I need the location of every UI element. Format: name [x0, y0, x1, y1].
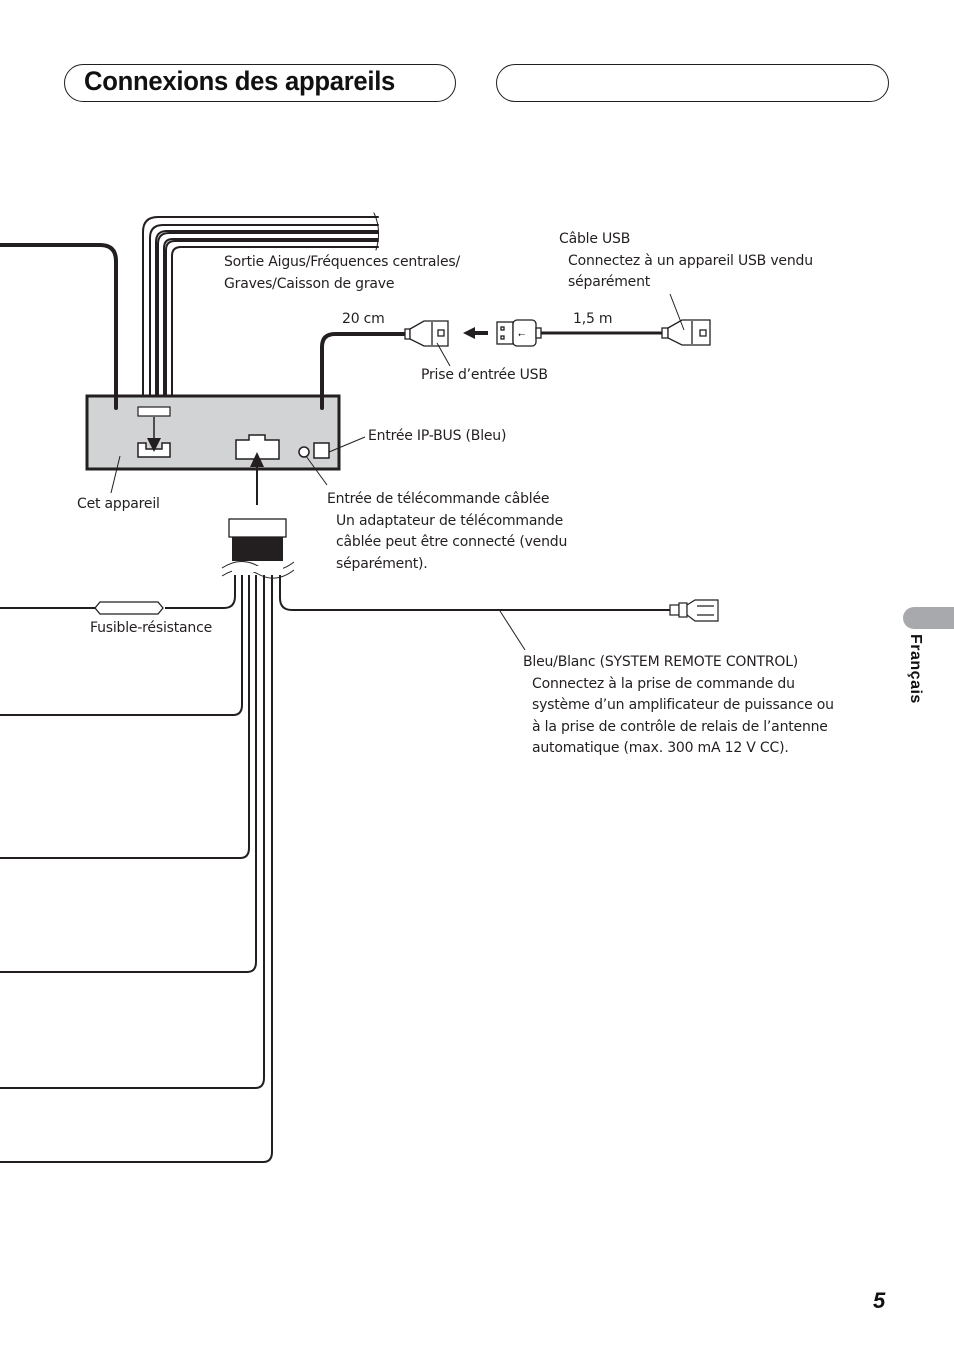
leader-unit [110, 455, 121, 494]
arrow-down-icon [147, 438, 161, 452]
ip-bus-input-label: Entrée IP-BUS (Bleu) [368, 428, 507, 444]
leader-ip-bus [328, 436, 366, 453]
wired-remote-desc: Un adaptateur de télécommande [336, 512, 563, 529]
leader-usb-jack [436, 342, 451, 367]
wired-remote-label: Entrée de télécommande câblée Un adaptat… [327, 489, 567, 575]
title-frame [64, 64, 456, 102]
system-remote-desc: système d’un amplificateur de puissance … [532, 697, 834, 713]
usb-cable-title: Câble USB [559, 231, 631, 247]
length-20cm-label: 20 cm [342, 311, 385, 327]
wire-system-remote [279, 575, 672, 611]
page-number: 5 [873, 1288, 886, 1313]
system-remote-connector [669, 599, 719, 622]
arrow-up-icon [250, 452, 264, 467]
wired-remote-title: Entrée de télécommande câblée [327, 491, 550, 507]
this-unit-label: Cet appareil [77, 496, 160, 512]
usb-plug [496, 319, 542, 347]
wired-remote-desc: séparément). [336, 555, 428, 572]
usb-input-jack [404, 320, 449, 347]
system-remote-desc: à la prise de contrôle de relais de l’an… [532, 718, 828, 735]
fuse-resistor-label: Fusible-résistance [90, 620, 212, 636]
system-remote-label: Bleu/Blanc (SYSTEM REMOTE CONTROL) Conne… [523, 652, 834, 760]
wire-6 [0, 575, 273, 1163]
length-1-5m-label: 1,5 m [573, 311, 613, 327]
wired-remote-desc: câblée peut être connecté (vendu [336, 534, 568, 550]
usb-cable-desc: séparément [568, 274, 651, 290]
usb-20cm-cable [320, 332, 407, 407]
harness-connector [228, 518, 287, 538]
wire-4 [0, 575, 257, 973]
leader-remote [305, 455, 328, 486]
usb-symbol-icon: ⭠ [518, 330, 525, 340]
arrow-left-icon [463, 327, 488, 339]
antenna-wire [0, 243, 118, 407]
speaker-outputs-line: Sortie Aigus/Fréquences centrales/ [224, 254, 461, 270]
power-socket [235, 434, 280, 460]
fuse-resistor [94, 601, 164, 615]
usb-input-jack-label: Prise d’entrée USB [421, 367, 548, 383]
bundle-break-mark [373, 212, 380, 251]
usb-cable-desc: Connectez à un appareil USB vendu [568, 252, 813, 269]
language-tab-label: Français [907, 634, 924, 704]
speaker-output-bundle [142, 216, 380, 412]
system-remote-desc: Connectez à la prise de commande du [532, 675, 795, 692]
wire-2 [0, 575, 243, 716]
ip-bus-socket [313, 442, 330, 459]
language-tab-marker [903, 607, 954, 629]
head-unit-body [85, 394, 341, 471]
wired-remote-jack [298, 446, 310, 458]
speaker-outputs-label: Sortie Aigus/Fréquences centrales/ Grave… [224, 252, 460, 295]
leader-usb-cable [669, 293, 685, 331]
system-remote-desc: automatique (max. 300 mA 12 V CC). [532, 740, 789, 756]
usb-cable-end-jack [661, 319, 711, 346]
header-empty-box [496, 64, 889, 102]
wire-5 [0, 575, 265, 1089]
page-title: Connexions des appareils [84, 66, 396, 96]
usb-cable-label: Câble USB Connectez à un appareil USB ve… [559, 229, 813, 294]
wire-3 [0, 575, 250, 859]
speaker-plug [137, 406, 171, 417]
system-remote-title: Bleu/Blanc (SYSTEM REMOTE CONTROL) [523, 654, 799, 670]
speaker-outputs-line: Graves/Caisson de grave [224, 275, 395, 292]
leader-system-remote [499, 610, 526, 651]
